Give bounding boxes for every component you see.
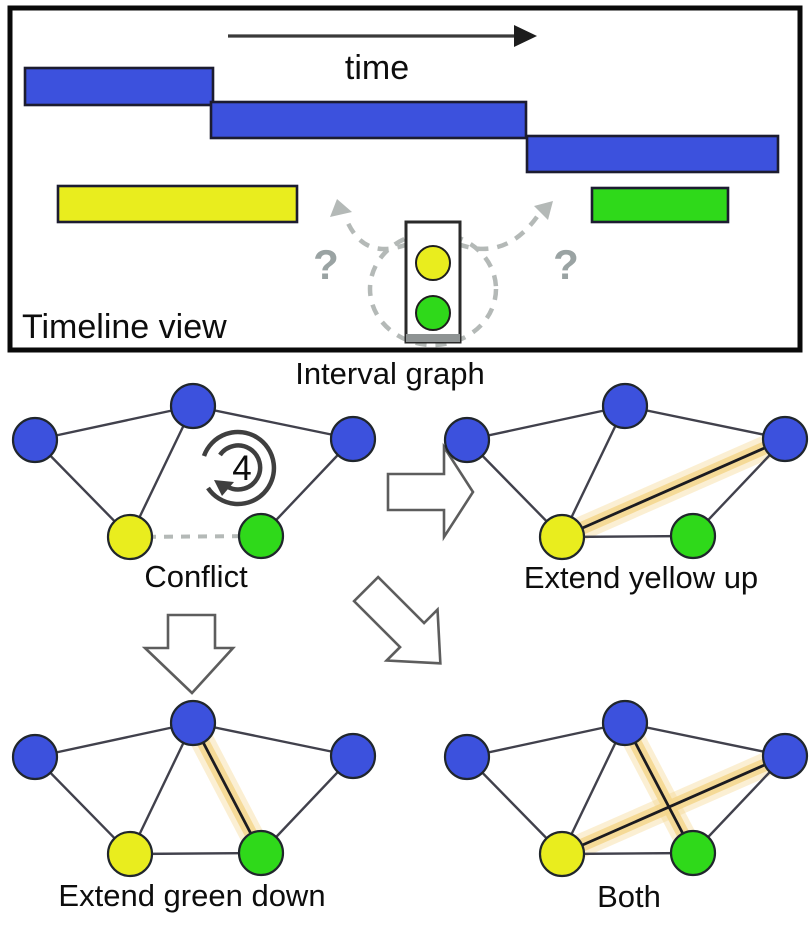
traffic-light-icon xyxy=(404,220,462,344)
edge-top-green xyxy=(623,722,695,854)
edge-top-yellow xyxy=(560,722,627,855)
top-node xyxy=(601,382,649,430)
edge-left-top xyxy=(466,721,626,759)
timeline-title: Timeline view xyxy=(22,308,227,346)
right-node xyxy=(329,732,377,780)
edge-top-right xyxy=(624,404,786,441)
green-node xyxy=(237,829,285,877)
graph-label-extend-yellow-up: Extend yellow up xyxy=(523,560,759,595)
edge-top-yellow xyxy=(128,722,195,855)
top-node xyxy=(169,382,217,430)
edge-top-yellow xyxy=(128,405,195,538)
edge-top-yellow xyxy=(560,405,627,538)
left-node xyxy=(443,416,491,464)
graph-extend-yellow-up xyxy=(443,382,809,561)
right-node xyxy=(761,732,809,780)
edge-top-right xyxy=(624,721,786,758)
edge-left-top xyxy=(466,404,626,442)
yellow-light xyxy=(415,245,451,281)
graph-extend-green-down xyxy=(11,699,377,878)
interval-bar-blue-3 xyxy=(525,134,780,174)
interval-graph-heading: Interval graph xyxy=(295,356,485,391)
graph-label-both: Both xyxy=(597,879,661,914)
arrow-down-hollow xyxy=(141,613,236,695)
right-node xyxy=(329,415,377,463)
dashed-arrowhead-left xyxy=(330,199,352,217)
green-light xyxy=(415,295,451,331)
left-node xyxy=(443,733,491,781)
time-arrow-icon xyxy=(228,25,537,47)
edge-left-top xyxy=(34,404,194,442)
top-node xyxy=(169,699,217,747)
graph-label-extend-green-down: Extend green down xyxy=(58,878,326,913)
left-node xyxy=(11,733,59,781)
interval-bar-blue-2 xyxy=(209,100,528,140)
right-node xyxy=(761,415,809,463)
edge-top-right xyxy=(192,404,354,441)
arrow-right-hollow xyxy=(386,442,475,542)
interval-bar-blue-1 xyxy=(23,66,215,107)
cycle-arrow-icon xyxy=(201,429,277,507)
yellow-node xyxy=(538,513,586,561)
graph-both xyxy=(443,699,809,878)
dashed-arrowhead-right xyxy=(534,201,553,220)
yellow-node xyxy=(538,830,586,878)
interval-bar-yellow xyxy=(56,184,299,224)
graph-conflict xyxy=(11,382,377,561)
arrow-diagonal-hollow xyxy=(352,575,442,665)
top-node xyxy=(601,699,649,747)
yellow-node xyxy=(106,830,154,878)
left-node xyxy=(11,416,59,464)
interval-bar-green xyxy=(590,186,730,224)
green-node xyxy=(669,829,717,877)
time-axis-label: time xyxy=(344,49,410,87)
yellow-node xyxy=(106,513,154,561)
question-mark-left: ? xyxy=(313,241,339,288)
question-mark-right: ? xyxy=(553,241,579,288)
cycle-length-badge: 4 xyxy=(232,449,252,488)
edge-left-top xyxy=(34,721,194,759)
edge-yellow-right xyxy=(561,437,786,539)
edge-yellow-right xyxy=(561,754,786,856)
green-node xyxy=(669,512,717,560)
edge-top-right xyxy=(192,721,354,758)
edge-top-green xyxy=(191,722,263,854)
graph-label-conflict: Conflict xyxy=(144,559,248,594)
green-node xyxy=(237,512,285,560)
